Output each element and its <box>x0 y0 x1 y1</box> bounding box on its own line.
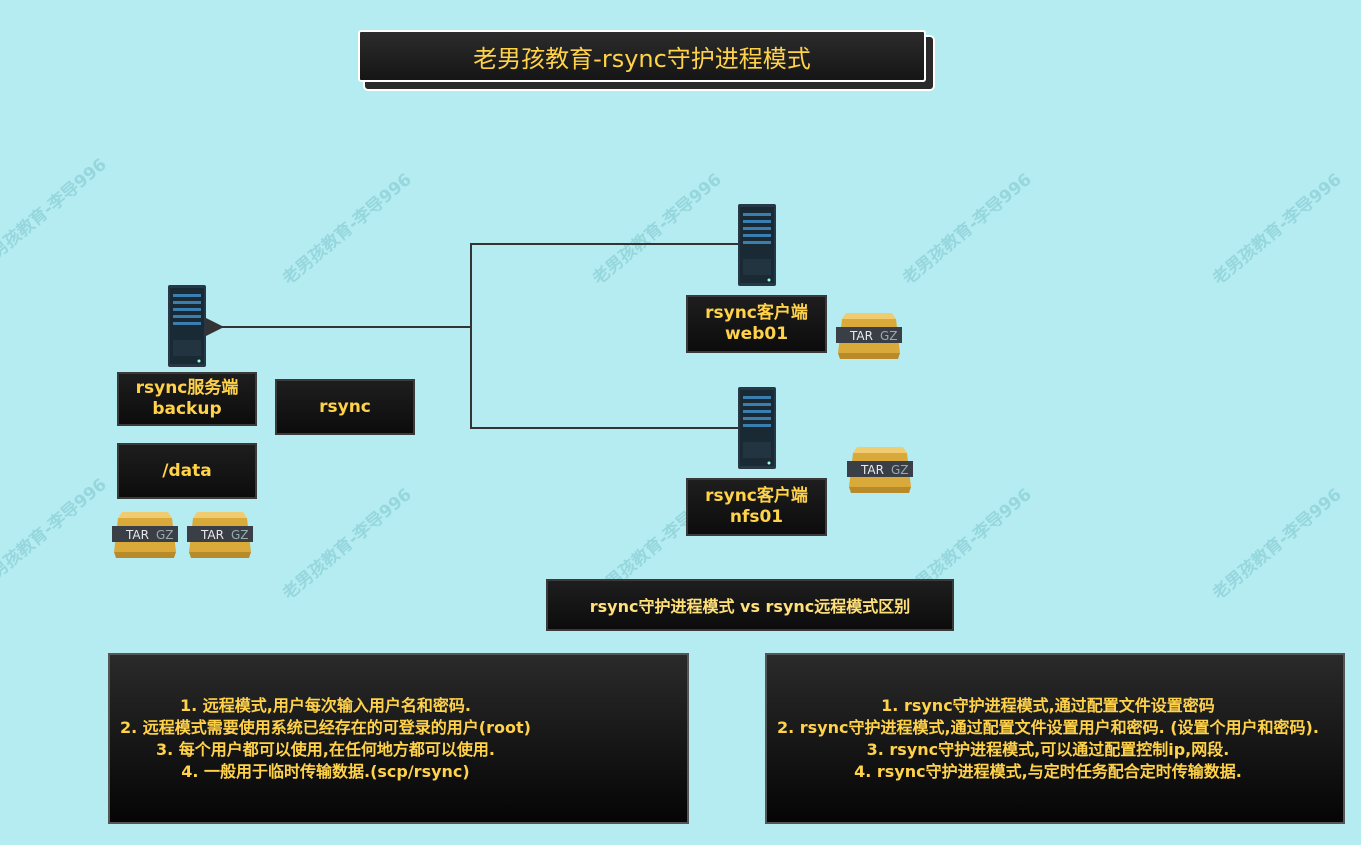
web01-server-icon <box>738 204 776 286</box>
remote-note-item: 1. 远程模式,用户每次输入用户名和密码. <box>179 695 471 715</box>
nfs01-server-icon <box>738 387 776 469</box>
line-to-web01 <box>470 243 738 327</box>
tar-text: TAR <box>200 528 224 542</box>
tar-text: TAR <box>849 329 873 343</box>
daemon-note-item: 1. rsync守护进程模式,通过配置文件设置密码 <box>881 695 1215 715</box>
nfs01-label-line2: nfs01 <box>729 507 784 527</box>
tar-text: TAR <box>125 528 149 542</box>
backup-server-label: rsync服务端 backup <box>117 372 257 426</box>
web01-label: rsync客户端 web01 <box>686 295 827 353</box>
line-to-nfs01 <box>470 327 738 429</box>
tar-gz-icon: TAR GZ <box>110 510 180 560</box>
web01-label-line2: web01 <box>724 324 789 344</box>
tar-gz-icon: TAR GZ <box>845 445 915 495</box>
daemon-note-item: 3. rsync守护进程模式,可以通过配置控制ip,网段. <box>866 739 1230 759</box>
tar-gz-icon: TAR GZ <box>185 510 255 560</box>
nfs01-label-line1: rsync客户端 <box>705 486 808 506</box>
gz-text: GZ <box>231 528 249 542</box>
daemon-note-item: 4. rsync守护进程模式,与定时任务配合定时传输数据. <box>854 761 1242 781</box>
daemon-mode-list: 1. rsync守护进程模式,通过配置文件设置密码 2. rsync守护进程模式… <box>777 695 1319 783</box>
tar-text: TAR <box>860 463 884 477</box>
backup-server-icon <box>168 285 206 367</box>
data-dir-label: /data <box>117 443 257 499</box>
web01-label-line1: rsync客户端 <box>705 303 808 323</box>
page-title: 老男孩教育-rsync守护进程模式 <box>358 30 926 82</box>
comparison-title: rsync守护进程模式 vs rsync远程模式区别 <box>546 579 954 631</box>
gz-text: GZ <box>156 528 174 542</box>
gz-text: GZ <box>880 329 898 343</box>
remote-mode-list: 1. 远程模式,用户每次输入用户名和密码. 2. 远程模式需要使用系统已经存在的… <box>120 695 531 783</box>
remote-note-item: 4. 一般用于临时传输数据.(scp/rsync) <box>181 761 470 781</box>
backup-label-line2: backup <box>152 399 222 419</box>
remote-note-item: 3. 每个用户都可以使用,在任何地方都可以使用. <box>155 739 495 759</box>
gz-text: GZ <box>891 463 909 477</box>
remote-mode-notes: 1. 远程模式,用户每次输入用户名和密码. 2. 远程模式需要使用系统已经存在的… <box>108 653 689 824</box>
remote-note-item: 2. 远程模式需要使用系统已经存在的可登录的用户(root) <box>120 717 531 737</box>
daemon-note-item: 2. rsync守护进程模式,通过配置文件设置用户和密码. (设置个用户和密码)… <box>777 717 1319 737</box>
nfs01-label: rsync客户端 nfs01 <box>686 478 827 536</box>
backup-label-line1: rsync服务端 <box>135 378 239 398</box>
daemon-mode-notes: 1. rsync守护进程模式,通过配置文件设置密码 2. rsync守护进程模式… <box>765 653 1345 824</box>
tar-gz-icon: TAR GZ <box>834 311 904 361</box>
rsync-label: rsync <box>275 379 415 435</box>
